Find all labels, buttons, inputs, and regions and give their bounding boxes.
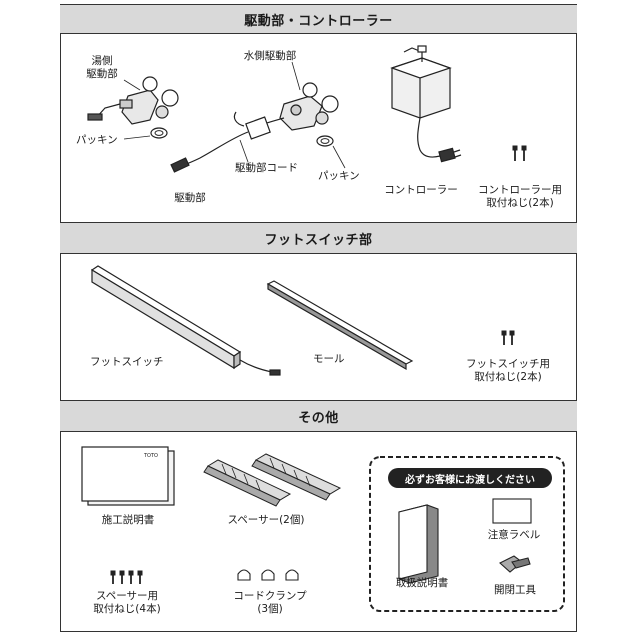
spacer-screw-label-line2: 取付ねじ(4本)	[93, 603, 161, 615]
foot-switch-screws-illustration	[501, 330, 515, 345]
section-header-other: その他	[60, 400, 577, 432]
controller-screw-label: コントローラー用 取付ねじ(2本)	[470, 184, 570, 210]
controller-screw-label-line2: 取付ねじ(2本)	[486, 197, 554, 209]
user-manual-label: 取扱説明書	[395, 577, 449, 589]
spacer-screw-label-line1: スペーサー用	[95, 590, 159, 602]
controller-illustration	[390, 45, 462, 163]
section-header-drive: 駆動部・コントローラー	[60, 4, 577, 34]
cord-clamp-label-line2: (3個)	[257, 603, 283, 615]
section-header-foot-switch: フットスイッチ部	[60, 222, 577, 254]
water-drive-label: 水側駆動部	[243, 50, 297, 62]
cord-clamp-label-line1: コードクランプ	[233, 590, 307, 602]
install-manual-illustration	[81, 446, 175, 506]
opening-tool-label: 開閉工具	[494, 584, 536, 596]
cord-clamps-illustration	[237, 569, 299, 581]
hot-drive-label-line2: 駆動部	[86, 68, 118, 80]
opening-tool-illustration	[499, 555, 531, 573]
controller-screws-illustration	[512, 145, 527, 161]
molding-illustration	[266, 280, 414, 371]
customer-handover-title: 必ずお客様にお渡しください	[388, 468, 552, 488]
hot-drive-label-line1: 湯側	[91, 55, 113, 67]
user-manual-illustration	[398, 504, 439, 584]
spacers-illustration	[203, 453, 342, 507]
controller-screw-label-line1: コントローラー用	[478, 184, 562, 196]
drive-part-label: 駆動部	[174, 192, 206, 204]
foot-switch-screw-label-line2: 取付ねじ(2本)	[474, 371, 542, 383]
hot-drive-unit-illustration	[87, 76, 179, 125]
drive-cord-label: 駆動部コード	[235, 162, 298, 174]
molding-label: モール	[313, 353, 345, 365]
packing-right-label: パッキン	[318, 170, 360, 182]
foot-switch-label: フットスイッチ	[90, 356, 164, 368]
caution-label-label: 注意ラベル	[487, 529, 541, 541]
install-manual-label: 施工説明書	[101, 514, 155, 526]
cord-clamp-label: コードクランプ (3個)	[222, 590, 318, 616]
controller-label: コントローラー	[384, 184, 458, 196]
caution-label-illustration	[492, 498, 532, 524]
customer-handover-box	[369, 456, 565, 612]
foot-switch-screw-label: フットスイッチ用 取付ねじ(2本)	[456, 358, 560, 384]
install-manual-brand: TOTO	[143, 453, 158, 459]
foot-switch-screw-label-line1: フットスイッチ用	[466, 358, 550, 370]
drive-cord-illustration	[170, 111, 285, 173]
packing-left-label: パッキン	[76, 134, 118, 146]
spacer-screws-illustration	[110, 570, 143, 584]
foot-switch-illustration	[90, 265, 281, 376]
water-drive-unit-illustration	[279, 82, 339, 131]
spacer-screw-label: スペーサー用 取付ねじ(4本)	[82, 590, 172, 616]
spacer-label: スペーサー(2個)	[227, 514, 305, 526]
hot-drive-label: 湯側 駆動部	[80, 55, 124, 81]
